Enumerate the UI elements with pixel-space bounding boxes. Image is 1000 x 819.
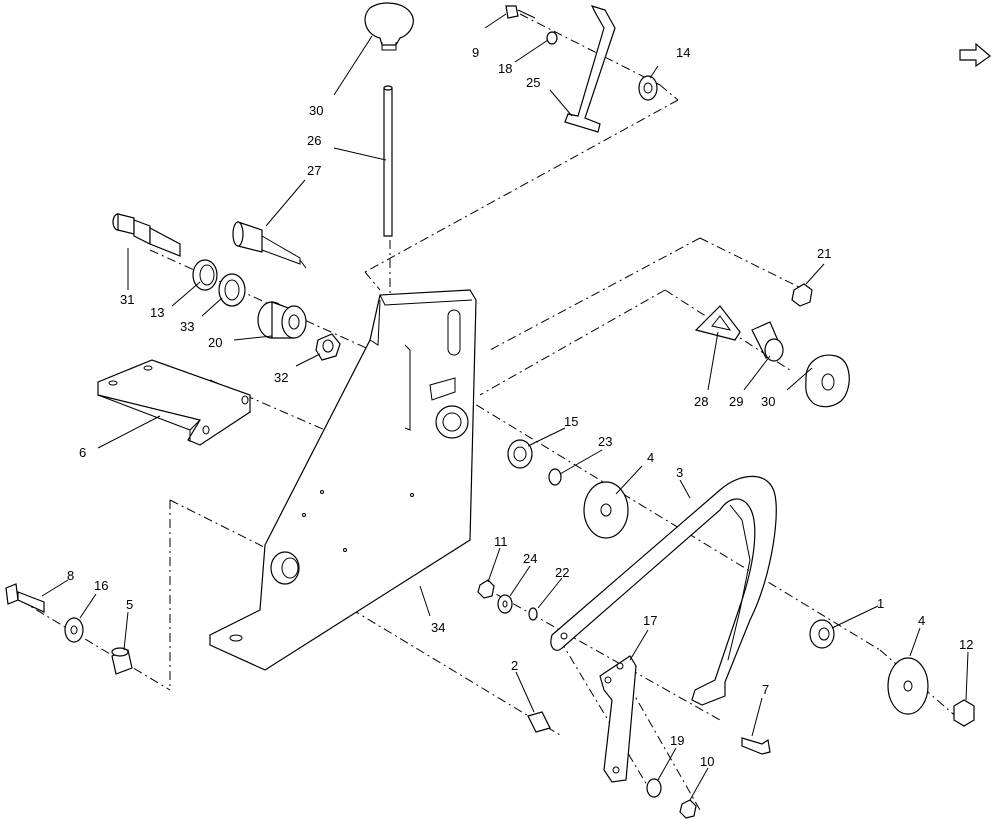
- callout-12: 12: [959, 637, 973, 652]
- next-page-arrow-icon[interactable]: [959, 42, 991, 68]
- callout-32: 32: [274, 370, 288, 385]
- callout-27: 27: [307, 163, 321, 178]
- callout-10: 10: [700, 754, 714, 769]
- roller: [257, 301, 307, 339]
- callout-labels: 1 2 3 4 4 5 6 7 8 9 10 11 12 13 14 15 16…: [67, 45, 973, 769]
- callout-18: 18: [498, 61, 512, 76]
- leader-lines: [41, 13, 969, 801]
- gear-disc-right: [887, 657, 929, 715]
- callout-24: 24: [523, 551, 537, 566]
- washer-16: [64, 617, 84, 643]
- bolt-8: [5, 583, 45, 613]
- callout-14: 14: [676, 45, 690, 60]
- bushing-5: [111, 647, 133, 675]
- washer-33: [218, 273, 246, 307]
- callout-34: 34: [431, 620, 445, 635]
- triangle-plate: [694, 305, 741, 341]
- callout-4a: 4: [647, 450, 654, 465]
- bent-lever: [564, 5, 616, 133]
- callout-15: 15: [564, 414, 578, 429]
- washer-24: [497, 594, 513, 614]
- callout-7: 7: [762, 682, 769, 697]
- lock-washer-18: [546, 31, 558, 45]
- callout-3: 3: [676, 465, 683, 480]
- callout-33: 33: [180, 319, 194, 334]
- callout-30b: 30: [761, 394, 775, 409]
- washer-23: [548, 468, 562, 486]
- bushing-15: [507, 439, 533, 469]
- bolt-7: [741, 737, 771, 755]
- nut-10: [679, 799, 697, 819]
- callout-26: 26: [307, 133, 321, 148]
- callout-19: 19: [670, 733, 684, 748]
- stepped-shaft: [112, 213, 181, 257]
- callout-6: 6: [79, 445, 86, 460]
- callout-29: 29: [729, 394, 743, 409]
- star-knob-top: [364, 2, 414, 51]
- callout-8: 8: [67, 568, 74, 583]
- spacer-29: [751, 321, 784, 362]
- nut-22: [528, 607, 538, 621]
- nut-21: [791, 283, 813, 307]
- link-arm: [599, 655, 637, 783]
- callout-22: 22: [555, 565, 569, 580]
- star-knob-right: [805, 354, 850, 408]
- callout-23: 23: [598, 434, 612, 449]
- bushing-1: [809, 619, 835, 649]
- bolt-9: [505, 5, 536, 19]
- callout-25: 25: [526, 75, 540, 90]
- callout-5: 5: [126, 597, 133, 612]
- assembly-centerlines: [19, 13, 961, 811]
- hex-nut-32: [315, 333, 341, 361]
- callout-17: 17: [643, 613, 657, 628]
- callout-1: 1: [877, 596, 884, 611]
- callout-20: 20: [208, 335, 222, 350]
- callout-31: 31: [120, 292, 134, 307]
- sector-arm: [550, 475, 777, 706]
- callout-21: 21: [817, 246, 831, 261]
- main-bracket-plate: [209, 289, 477, 671]
- washer-19: [646, 778, 662, 798]
- spacer-2: [527, 711, 551, 733]
- callout-28: 28: [694, 394, 708, 409]
- callout-2: 2: [511, 658, 518, 673]
- callout-30a: 30: [309, 103, 323, 118]
- vertical-rod: [383, 85, 393, 237]
- callout-16: 16: [94, 578, 108, 593]
- callout-11: 11: [494, 534, 508, 549]
- pivot-pin: [232, 221, 307, 269]
- callout-4b: 4: [918, 613, 925, 628]
- nut-11: [477, 579, 495, 599]
- gear-disc-left: [583, 481, 629, 539]
- callout-9: 9: [472, 45, 479, 60]
- washer-14: [638, 75, 658, 101]
- nut-12: [953, 699, 975, 727]
- callout-13: 13: [150, 305, 164, 320]
- angle-bracket: [97, 359, 251, 446]
